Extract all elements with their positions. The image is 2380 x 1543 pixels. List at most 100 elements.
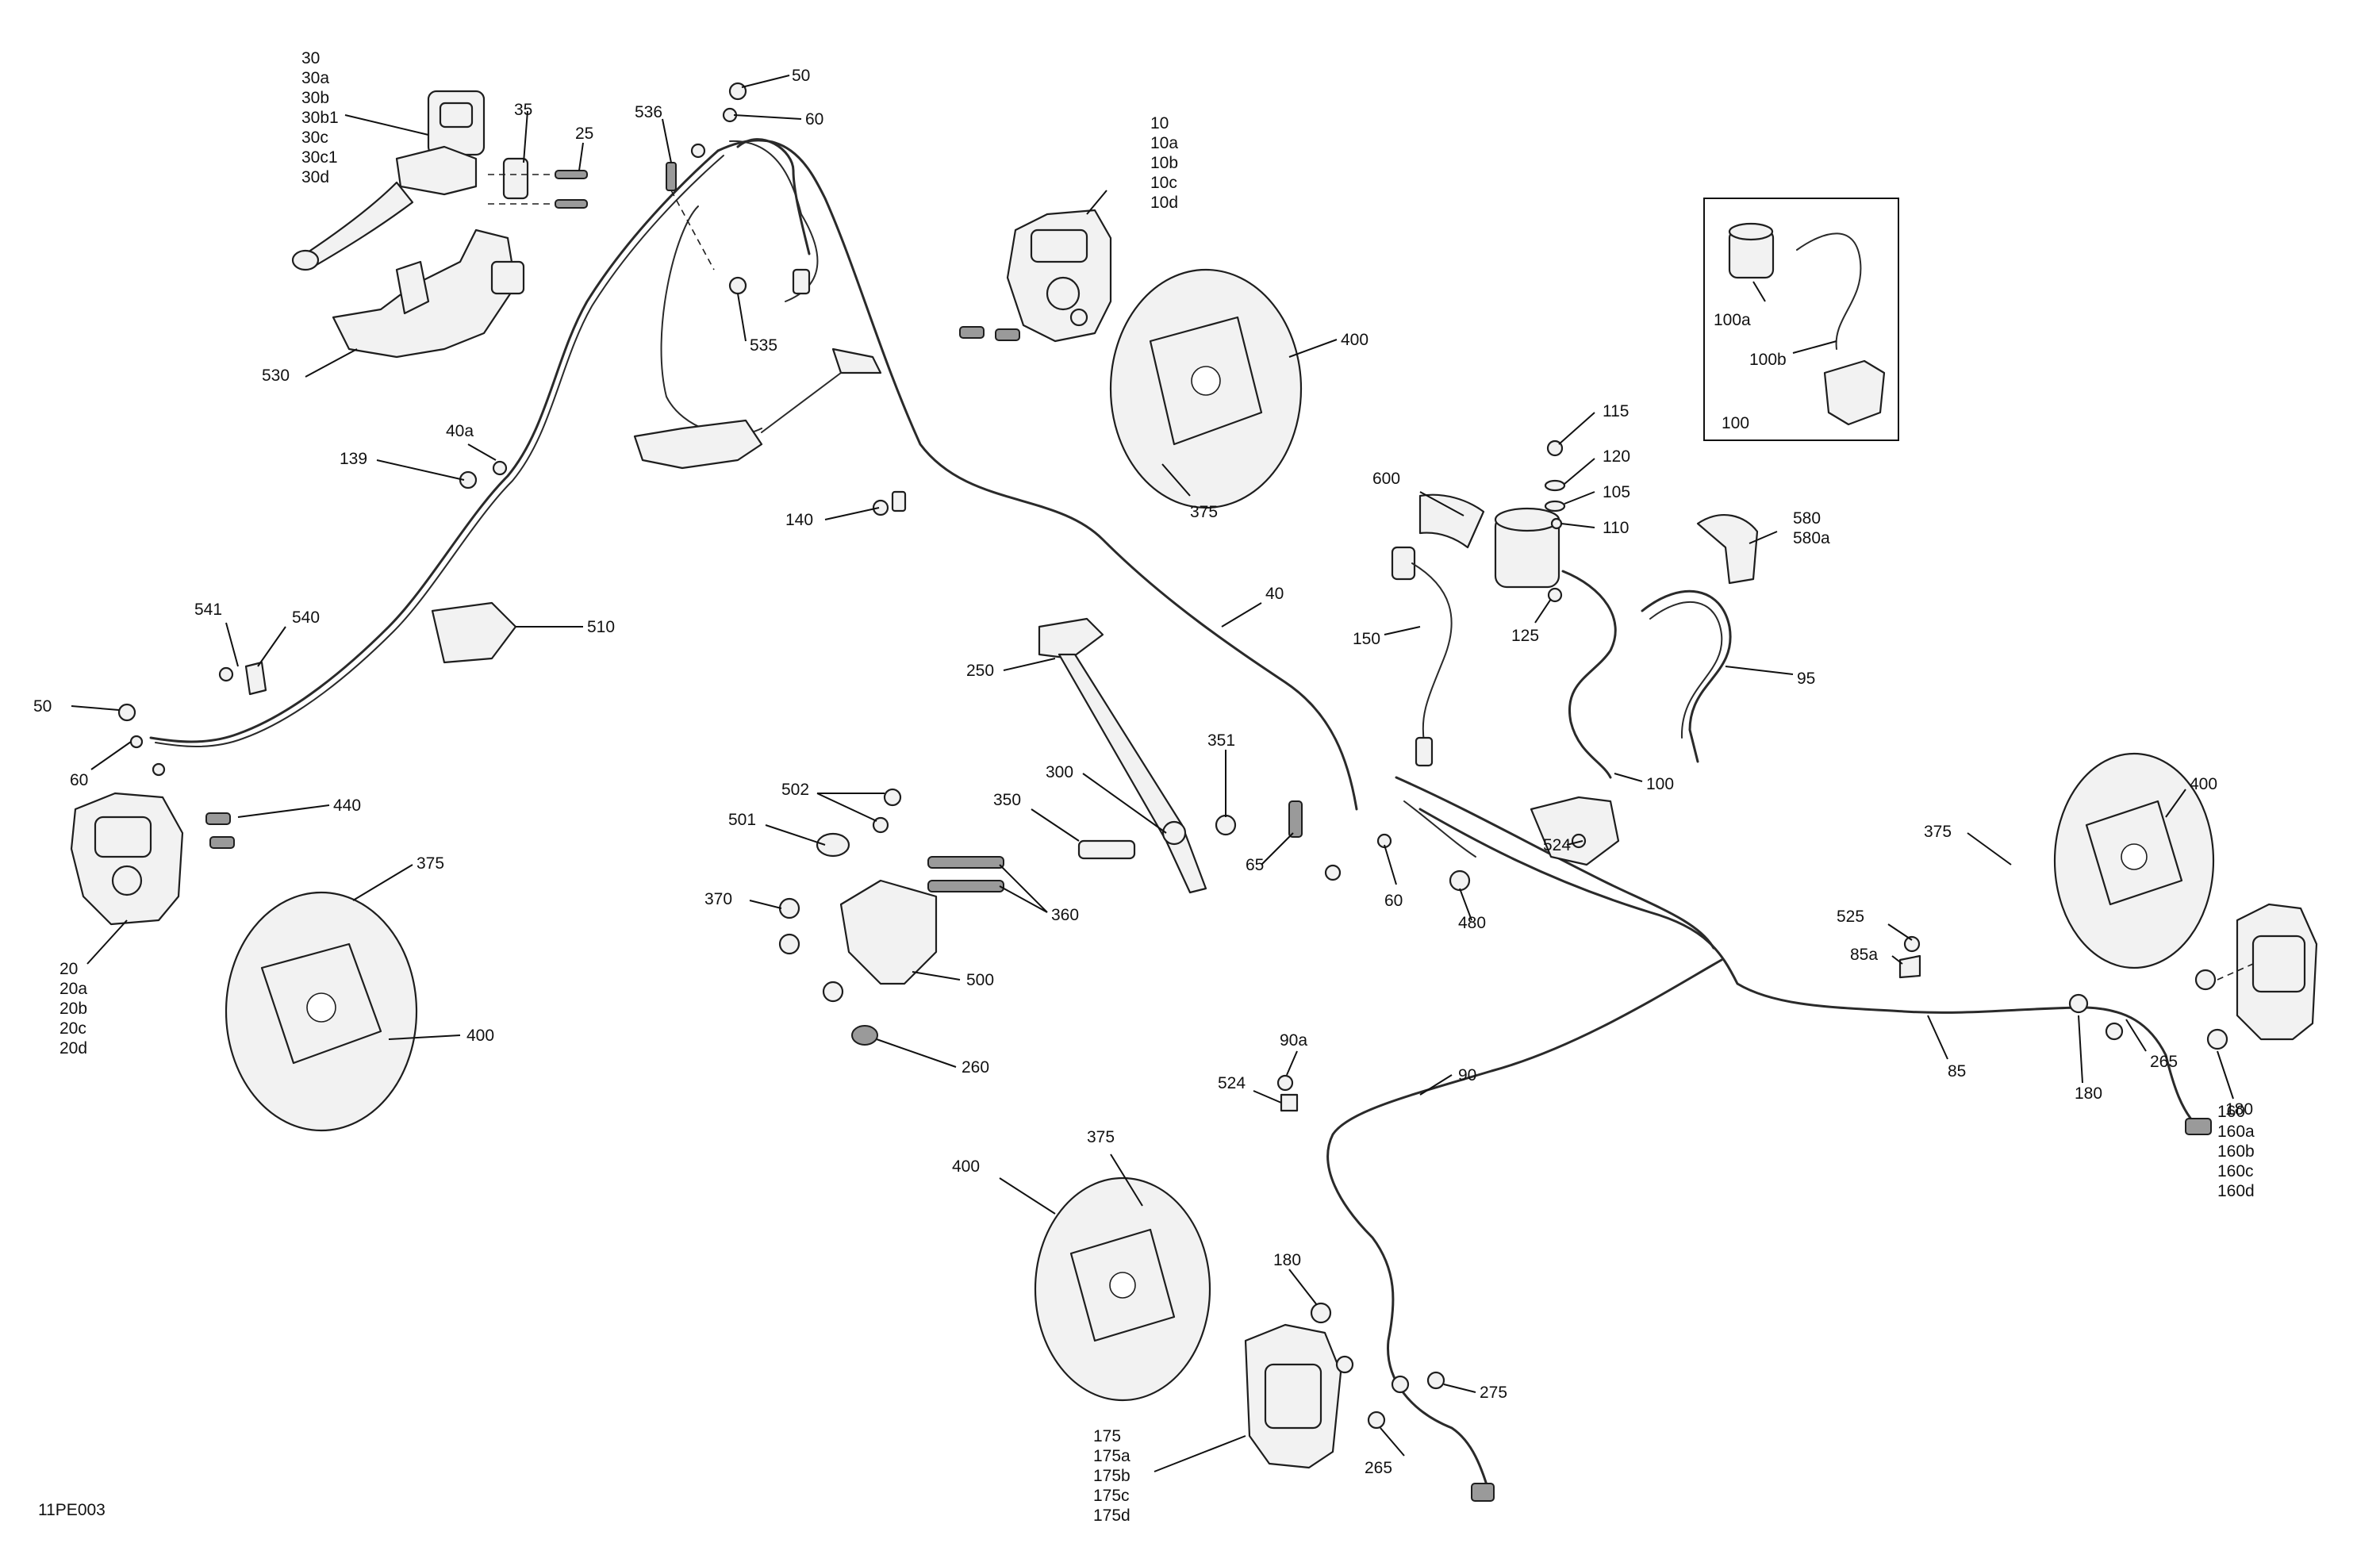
callout-180-right-a: 180 xyxy=(2075,1084,2102,1103)
callout-139: 139 xyxy=(340,450,367,468)
callout-180-right-b: 180 xyxy=(2225,1100,2253,1119)
callout-30a: 30a xyxy=(301,69,329,87)
caliper-front-left xyxy=(70,792,235,926)
callout-100-kit: 100 xyxy=(1722,414,1749,432)
callout-300: 300 xyxy=(1046,763,1073,781)
callout-160: 160 xyxy=(2217,1103,2245,1121)
callout-30: 30 xyxy=(301,49,320,67)
callout-60-top: 60 xyxy=(805,110,823,129)
callout-25: 25 xyxy=(575,125,593,143)
callout-175: 175 xyxy=(1093,1427,1121,1445)
callout-20a: 20a xyxy=(60,980,87,998)
callout-90: 90 xyxy=(1458,1066,1476,1084)
callout-530: 530 xyxy=(262,367,290,385)
callout-175b: 175b xyxy=(1093,1467,1130,1485)
callout-40a: 40a xyxy=(446,422,474,440)
callout-535: 535 xyxy=(750,336,777,355)
callout-175d: 175d xyxy=(1093,1507,1130,1525)
disc-rear-left xyxy=(1034,1176,1211,1402)
rear-reservoir xyxy=(1391,439,1759,866)
clips xyxy=(117,460,2124,1112)
callout-10b: 10b xyxy=(1150,154,1178,172)
callout-375-front-left: 375 xyxy=(416,854,444,873)
callout-160c: 160c xyxy=(2217,1162,2254,1180)
bracket-530 xyxy=(332,228,525,359)
callout-60-center: 60 xyxy=(1384,892,1403,910)
callout-580: 580 xyxy=(1793,509,1821,528)
callout-524-center: 524 xyxy=(1543,836,1571,854)
callout-440: 440 xyxy=(333,796,361,815)
callout-540: 540 xyxy=(292,608,320,627)
callout-250: 250 xyxy=(966,662,994,680)
callout-502: 502 xyxy=(781,781,809,799)
caliper-front-right xyxy=(959,209,1112,343)
callout-265-right: 265 xyxy=(2150,1053,2178,1071)
callout-20b: 20b xyxy=(60,1000,87,1018)
callout-360: 360 xyxy=(1051,906,1079,924)
callout-10d: 10d xyxy=(1150,194,1178,212)
callout-160d: 160d xyxy=(2217,1182,2255,1200)
callout-400-rear-right: 400 xyxy=(2190,775,2217,793)
callout-375-rear-right: 375 xyxy=(1924,823,1952,841)
callout-525: 525 xyxy=(1837,908,1864,926)
callout-524-lower: 524 xyxy=(1218,1074,1246,1092)
center-mount xyxy=(633,347,882,470)
diagram-code: 11PE003 xyxy=(38,1501,106,1519)
callout-95: 95 xyxy=(1797,670,1815,688)
leader-lines xyxy=(71,75,2234,1472)
callout-510: 510 xyxy=(587,618,615,636)
callout-85a: 85a xyxy=(1850,946,1878,964)
callout-501: 501 xyxy=(728,811,756,829)
callout-90a: 90a xyxy=(1280,1031,1307,1050)
callout-180-left: 180 xyxy=(1273,1251,1301,1269)
callout-100b: 100b xyxy=(1749,351,1787,369)
disc-front-right xyxy=(1109,268,1303,509)
callout-10: 10 xyxy=(1150,114,1169,132)
callout-115: 115 xyxy=(1603,402,1629,420)
callout-350: 350 xyxy=(993,791,1021,809)
callout-260: 260 xyxy=(962,1058,989,1077)
caliper-rear-left xyxy=(1244,1118,2212,1502)
callout-175a: 175a xyxy=(1093,1447,1130,1465)
callout-50-left: 50 xyxy=(33,697,52,716)
callout-30b1: 30b1 xyxy=(301,109,339,127)
callout-10a: 10a xyxy=(1150,134,1178,152)
callout-20d: 20d xyxy=(60,1039,87,1057)
callout-400-rear-left: 400 xyxy=(952,1157,980,1176)
callout-580a: 580a xyxy=(1793,529,1830,547)
callout-20: 20 xyxy=(60,960,78,978)
callout-160a: 160a xyxy=(2217,1123,2255,1141)
callout-120: 120 xyxy=(1603,447,1630,466)
callout-500: 500 xyxy=(966,971,994,989)
front-master-cylinder xyxy=(291,90,588,271)
callout-110: 110 xyxy=(1603,519,1629,537)
callout-60-left: 60 xyxy=(70,771,88,789)
disc-front-left xyxy=(225,891,418,1132)
callout-20c: 20c xyxy=(60,1019,86,1038)
caliper-rear-right xyxy=(2194,903,2318,1050)
callout-275: 275 xyxy=(1480,1384,1507,1402)
callout-100a: 100a xyxy=(1714,311,1751,329)
callout-370: 370 xyxy=(704,890,732,908)
callout-10c: 10c xyxy=(1150,174,1177,192)
callout-600: 600 xyxy=(1372,470,1400,488)
callout-105: 105 xyxy=(1603,483,1630,501)
callout-125: 125 xyxy=(1511,627,1539,645)
callout-30d: 30d xyxy=(301,168,329,186)
callout-100: 100 xyxy=(1646,775,1674,793)
callout-375-rear-left: 375 xyxy=(1087,1128,1115,1146)
callout-541: 541 xyxy=(194,601,222,619)
callout-400-front-right: 400 xyxy=(1341,331,1368,349)
callout-30b: 30b xyxy=(301,89,329,107)
brake-pedal xyxy=(1038,617,1237,894)
callout-40: 40 xyxy=(1265,585,1284,603)
callout-480: 480 xyxy=(1458,914,1486,932)
